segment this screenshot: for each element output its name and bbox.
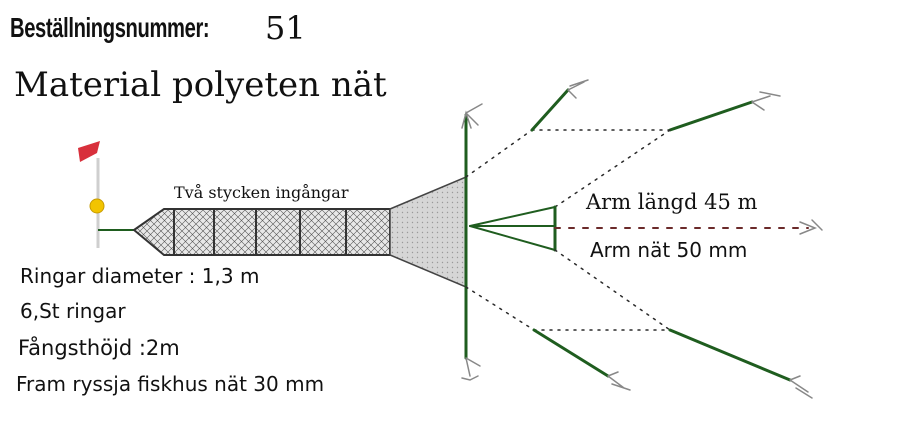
marker-buoy: [78, 141, 134, 248]
upper-wing-rope-inner: [465, 129, 533, 178]
leader-arm: [469, 205, 823, 252]
ring-diameter-label: Ringar diameter : 1,3 m: [20, 264, 260, 288]
lower-wing-stake-1: [532, 328, 610, 378]
leader-lower-line: [469, 225, 556, 251]
order-number-label: Beställningsnummer:: [10, 12, 210, 43]
buoy-float: [89, 198, 105, 214]
fish-house: [132, 208, 391, 256]
upper-wing: [465, 79, 781, 208]
front-net-label: Fram ryssja fiskhus nät 30 mm: [16, 372, 325, 396]
material-title: Material polyeten nät: [14, 65, 387, 105]
lower-wing-diagonal-rope: [554, 249, 671, 331]
lower-wing: [465, 249, 813, 399]
front-pole: [461, 103, 483, 381]
buoy-flag: [78, 141, 100, 162]
arm-net-label: Arm nät 50 mm: [590, 238, 748, 262]
catch-height-label: Fångsthöjd :2m: [18, 336, 180, 360]
entrances-label: Två stycken ingångar: [174, 183, 349, 202]
order-number-value: 51: [265, 9, 306, 47]
upper-wing-stake-2: [668, 100, 754, 132]
upper-wing-stake-1: [530, 88, 570, 132]
fish-house-mesh: [132, 208, 391, 256]
lower-wing-rope-inner: [465, 286, 535, 331]
leader-upper-line: [469, 206, 556, 227]
ring-count-label: 6,St ringar: [20, 299, 126, 323]
funnel-net: [389, 175, 467, 289]
lower-wing-stake-2: [668, 328, 792, 382]
arm-length-label: Arm längd 45 m: [586, 190, 758, 214]
funnel: [389, 175, 467, 289]
